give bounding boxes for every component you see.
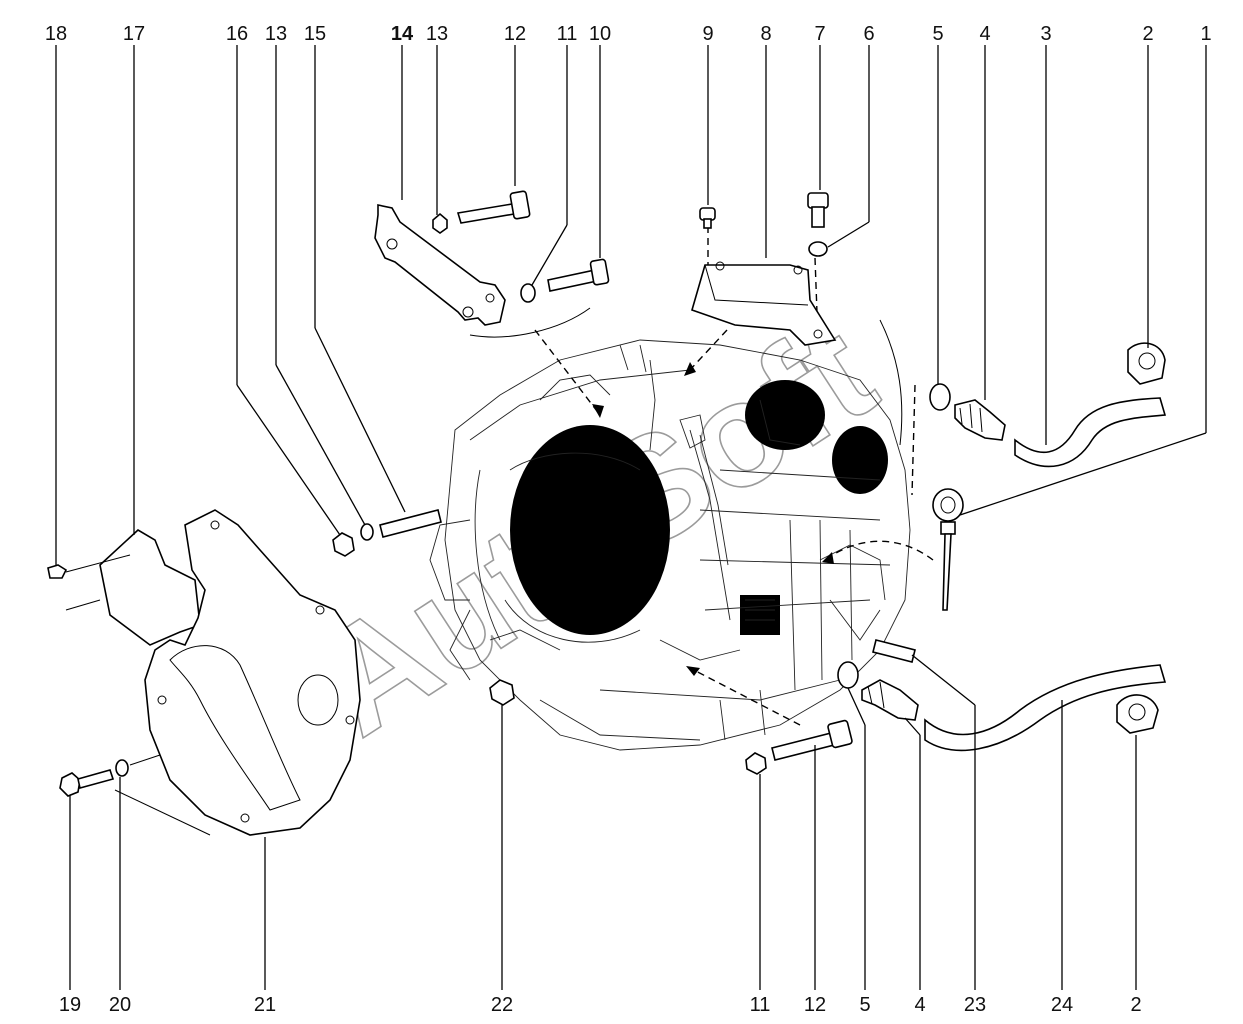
washer-11 — [520, 283, 536, 303]
bracket-8 — [691, 261, 837, 346]
callout-18: 18 — [45, 23, 67, 45]
callout-24: 24 — [1051, 994, 1073, 1016]
callout-11: 11 — [557, 23, 578, 45]
callout-2: 2 — [1130, 994, 1141, 1016]
plate-21 — [144, 509, 361, 836]
callout-6: 6 — [863, 23, 874, 45]
callout-13: 13 — [426, 23, 448, 45]
bracket-14 — [374, 204, 506, 326]
washer-20 — [115, 759, 129, 777]
clip-2-bottom — [1116, 694, 1159, 734]
assembly-arrow — [814, 257, 819, 341]
fitting-4 — [954, 399, 1006, 441]
washer-5 — [929, 383, 951, 411]
callouts-bottom: 19 20 21 22 11 12 5 4 23 24 2 — [59, 994, 1142, 1016]
washer-6 — [808, 241, 828, 257]
washer-5-bottom — [837, 661, 859, 689]
callout-23: 23 — [964, 994, 986, 1016]
callout-1: 1 — [1200, 23, 1211, 45]
arrow-head — [684, 362, 696, 376]
nut-11-bottom — [745, 752, 767, 775]
bolt-7 — [807, 192, 829, 228]
nut-22 — [489, 679, 515, 706]
fitting-4-bottom — [861, 679, 919, 721]
bolt-19 — [59, 769, 115, 797]
arc-guide — [879, 319, 903, 446]
dipstick-1 — [932, 488, 964, 611]
callout-2: 2 — [1142, 23, 1153, 45]
callout-10: 10 — [589, 23, 611, 45]
assembly-arrow — [911, 384, 916, 496]
guide-line — [114, 754, 211, 836]
callout-20: 20 — [109, 994, 131, 1016]
stud-23 — [872, 639, 916, 663]
gearbox-housing — [429, 339, 911, 751]
callout-5: 5 — [859, 994, 870, 1016]
bolt-9 — [699, 207, 716, 229]
callout-16: 16 — [226, 23, 248, 45]
bolt-10 — [547, 258, 610, 292]
callout-8: 8 — [760, 23, 771, 45]
callouts-top: 18 17 16 13 15 14 13 12 11 10 9 8 7 6 5 … — [45, 23, 1212, 45]
assembly-arrow — [824, 540, 934, 561]
bolt-12-bottom — [771, 719, 853, 761]
clip-2 — [1127, 342, 1166, 385]
washer-13 — [360, 523, 374, 541]
hose-3 — [1014, 397, 1167, 468]
callout-21: 21 — [254, 994, 276, 1016]
assembly-arrow — [689, 667, 801, 726]
callout-7: 7 — [814, 23, 825, 45]
arc-guide — [469, 307, 591, 338]
leader-lines — [55, 45, 1207, 990]
assembly-arrow — [534, 329, 601, 416]
arrow-head — [592, 404, 604, 418]
callout-12: 12 — [504, 23, 526, 45]
callout-12: 12 — [804, 994, 826, 1016]
bolt-18 — [47, 564, 68, 579]
callout-19: 19 — [59, 994, 81, 1016]
arrow-head — [822, 552, 834, 564]
assembly-arrow — [687, 329, 728, 373]
callout-3: 3 — [1040, 23, 1051, 45]
stud-15 — [379, 509, 442, 538]
callout-14: 14 — [391, 23, 414, 45]
hose-24 — [924, 664, 1167, 752]
bolt-12 — [456, 190, 531, 224]
cover-17 — [99, 529, 201, 646]
callout-22: 22 — [491, 994, 513, 1016]
nut-16 — [332, 532, 355, 557]
callout-4: 4 — [979, 23, 990, 45]
callout-15: 15 — [304, 23, 326, 45]
callout-13: 13 — [265, 23, 287, 45]
callout-17: 17 — [123, 23, 145, 45]
callout-11: 11 — [750, 994, 771, 1016]
nut-13 — [432, 212, 448, 234]
callout-4: 4 — [914, 994, 925, 1016]
arrow-head — [686, 666, 700, 676]
callout-5: 5 — [932, 23, 943, 45]
guide-line — [65, 554, 131, 611]
callout-9: 9 — [702, 23, 713, 45]
